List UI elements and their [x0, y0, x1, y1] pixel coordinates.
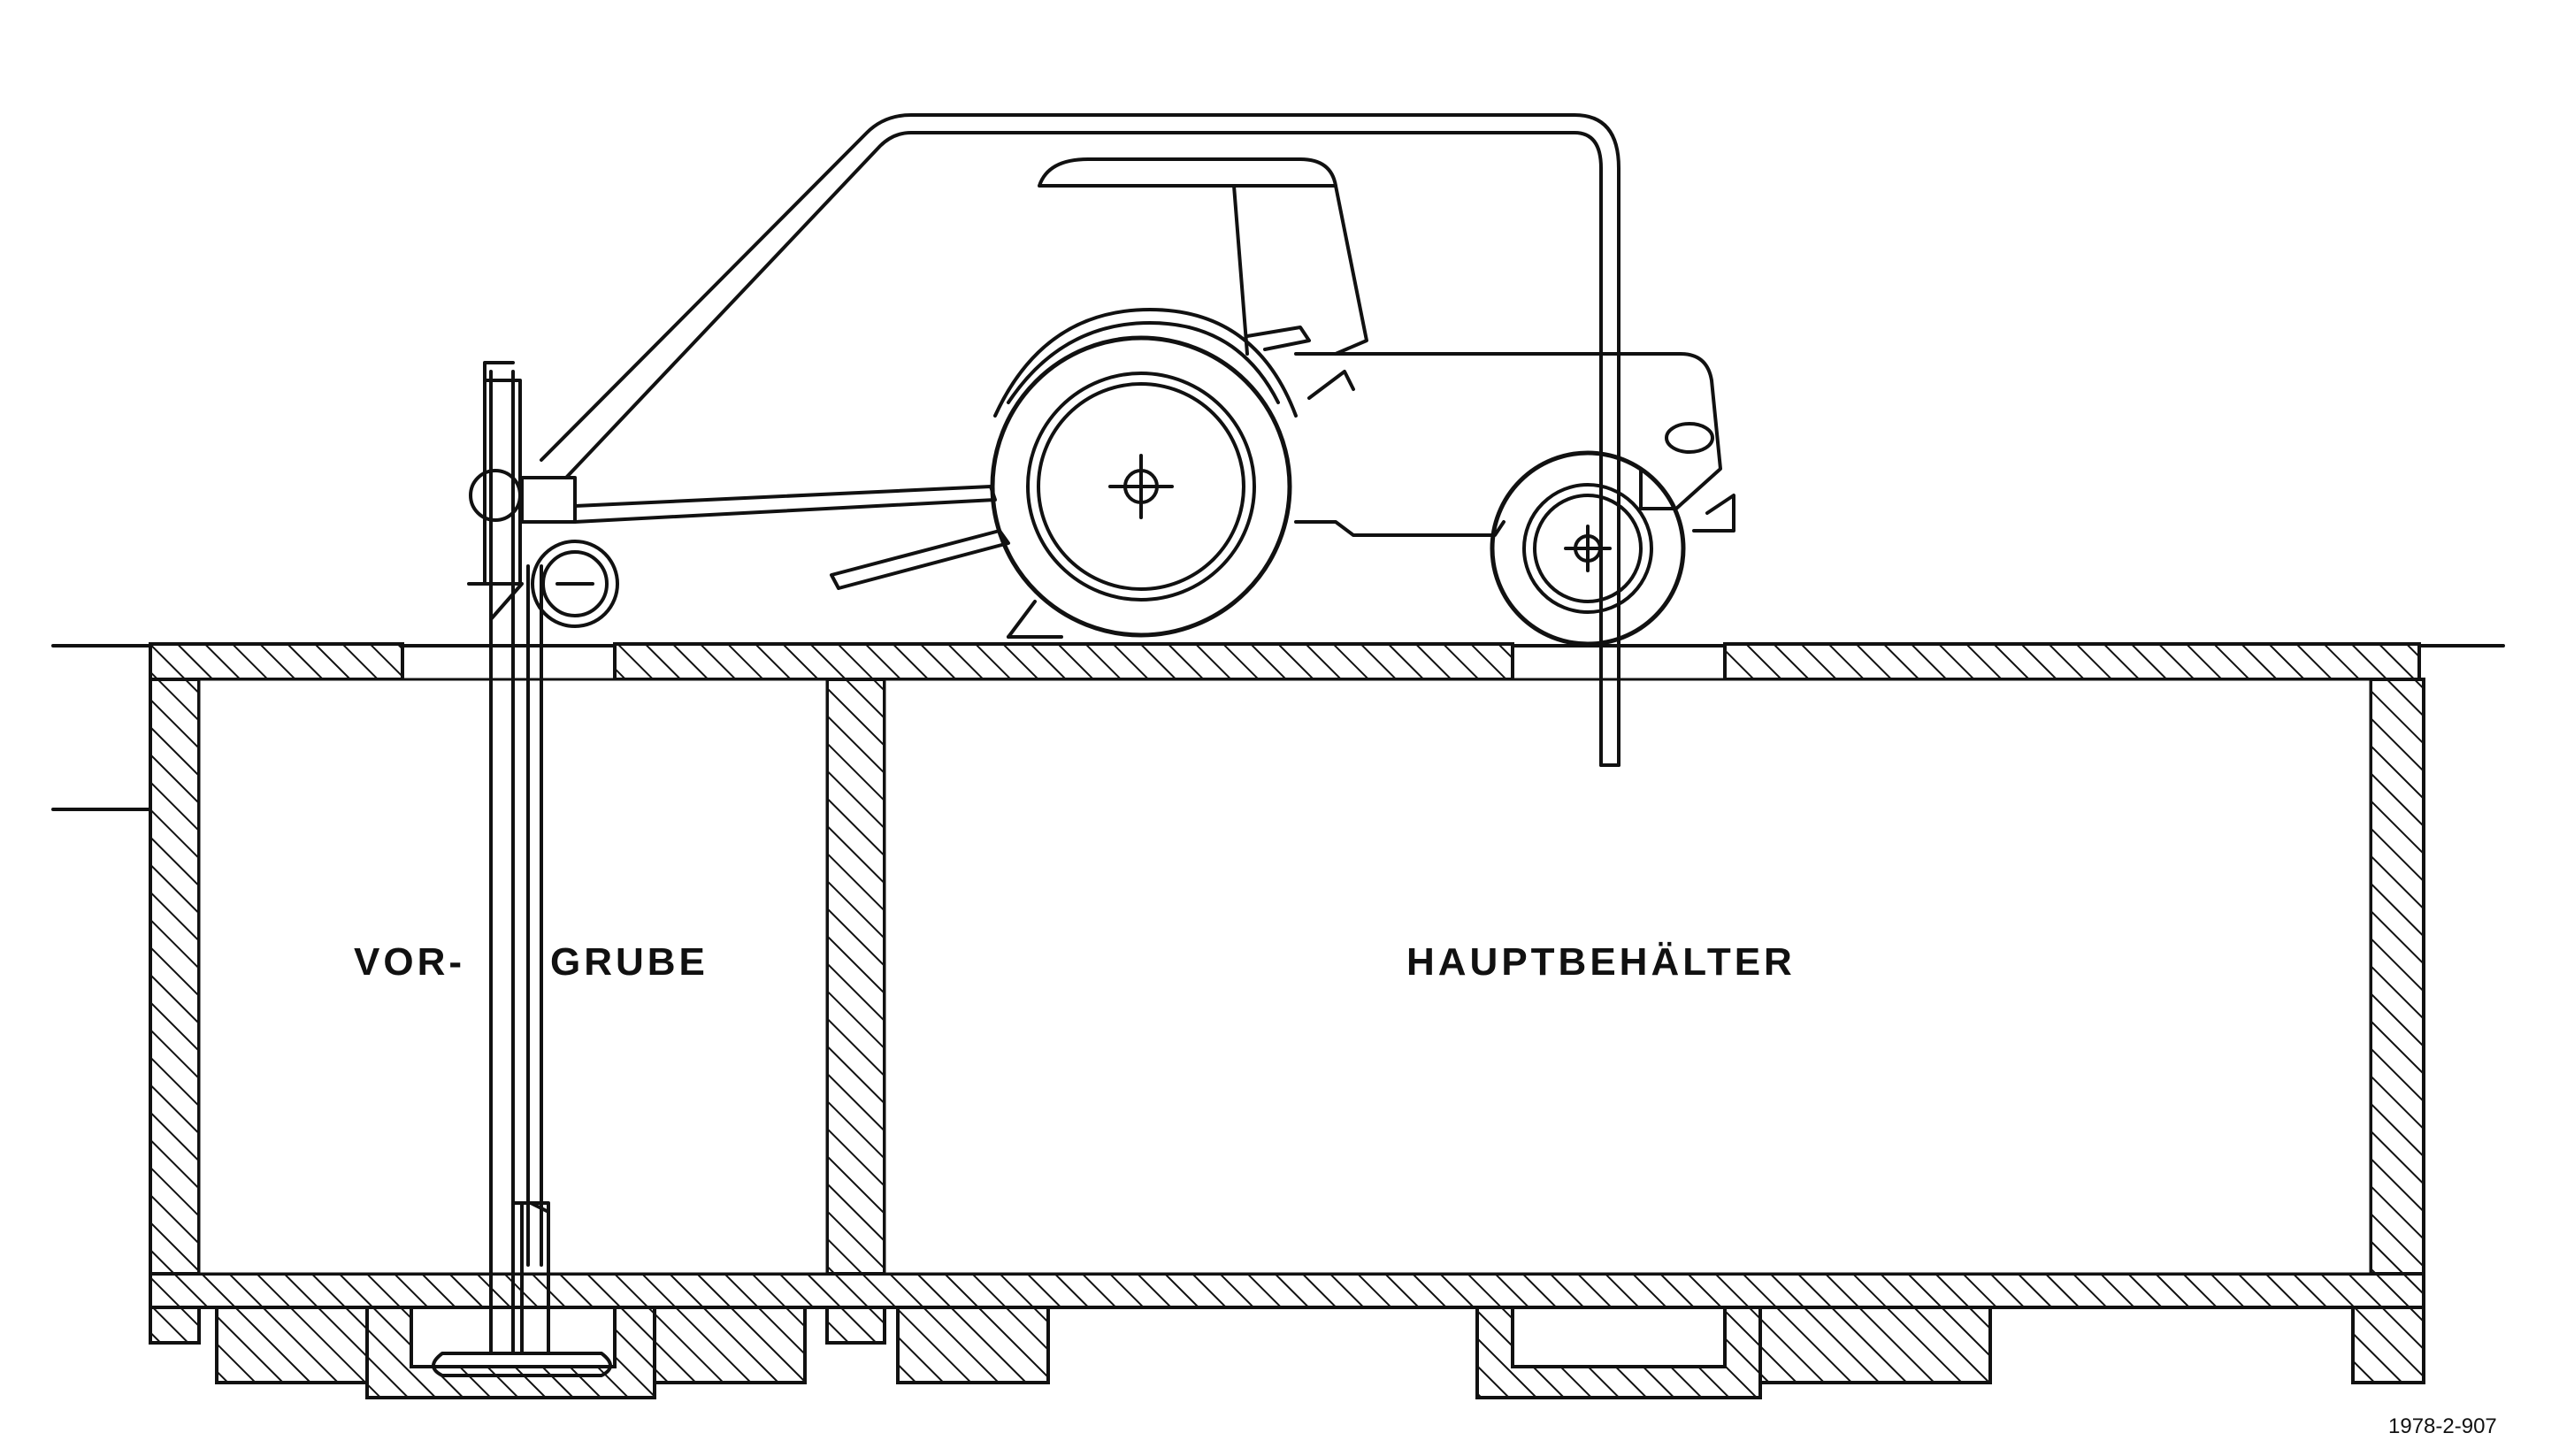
footing-3 — [896, 1306, 1050, 1384]
pump-pipe — [432, 370, 612, 1377]
bottom-slab — [149, 1272, 2425, 1309]
right-outer-wall — [2369, 678, 2425, 1345]
pto-shaft — [573, 485, 1010, 590]
chambers — [197, 678, 2372, 1276]
footing-4 — [1758, 1306, 1992, 1384]
cab-roof — [1038, 157, 1337, 188]
pump-wheel — [531, 540, 619, 628]
tank-walls — [149, 642, 2425, 1399]
discharge-hose — [540, 113, 1620, 767]
pump-assembly — [467, 361, 619, 628]
pump-sump-right — [1475, 1306, 1762, 1399]
main-tank-chamber — [883, 678, 2372, 1276]
left-outer-wall — [149, 678, 201, 1345]
footing-2 — [653, 1306, 807, 1384]
top-slab-left — [149, 642, 404, 681]
divider-wall — [825, 678, 886, 1345]
rear-wheel — [990, 335, 1292, 639]
top-slab-middle — [613, 642, 1514, 681]
headlight — [1665, 422, 1714, 454]
main-tank-label: HAUPTBEHÄLTER — [1406, 940, 1796, 984]
pre-pit-label-right: GRUBE — [550, 940, 709, 984]
footing-5 — [2351, 1306, 2425, 1384]
pre-pit-label-left: VOR- — [354, 940, 465, 984]
top-slab-right — [1723, 642, 2421, 681]
footing-1 — [215, 1306, 369, 1384]
tractor — [993, 157, 1735, 537]
rear-fender — [1007, 321, 1280, 404]
drawing-number: 1978-2-907 — [2388, 1414, 2497, 1438]
front-wheel — [1490, 450, 1686, 647]
